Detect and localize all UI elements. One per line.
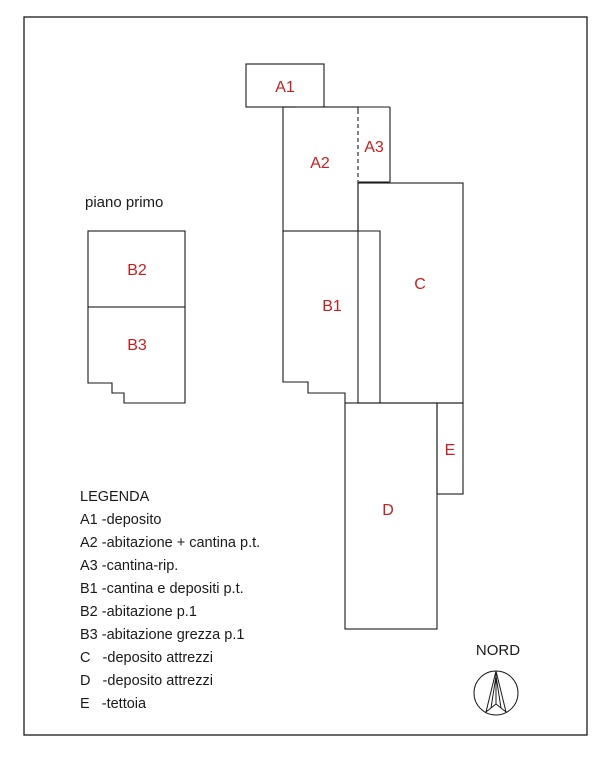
room-b1-outline (282, 230, 381, 404)
compass-icon (473, 670, 519, 716)
legend-item: D -deposito attrezzi (80, 673, 213, 689)
room-label-b1: B1 (322, 298, 342, 315)
room-d-outline (344, 402, 438, 630)
page-frame (23, 16, 588, 736)
legend-item: B3 -abitazione grezza p.1 (80, 627, 244, 643)
legend-item: A2 -abitazione + cantina p.t. (80, 535, 260, 551)
room-e-outline (436, 402, 464, 495)
legend-item: B1 -cantina e depositi p.t. (80, 581, 244, 597)
room-label-d: D (382, 502, 394, 519)
room-label-e: E (445, 442, 456, 459)
room-c-outline (357, 182, 464, 404)
floor-caption: piano primo (85, 194, 163, 211)
room-label-c: C (414, 276, 426, 293)
legend: LEGENDA A1 -deposito A2 -abitazione + ca… (80, 489, 260, 712)
legend-item: B2 -abitazione p.1 (80, 604, 197, 620)
room-label-a2: A2 (310, 155, 330, 172)
room-label-a3: A3 (364, 139, 384, 156)
legend-item: A3 -cantina-rip. (80, 558, 178, 574)
legend-item: E -tettoia (80, 696, 147, 712)
room-label-b3: B3 (127, 337, 147, 354)
room-label-b2: B2 (127, 262, 147, 279)
legend-title: LEGENDA (80, 489, 150, 505)
legend-item: A1 -deposito (80, 512, 161, 528)
room-b3-outline (87, 306, 186, 404)
north-label: NORD (476, 642, 520, 659)
legend-item: C -deposito attrezzi (80, 650, 213, 666)
room-label-a1: A1 (275, 79, 295, 96)
